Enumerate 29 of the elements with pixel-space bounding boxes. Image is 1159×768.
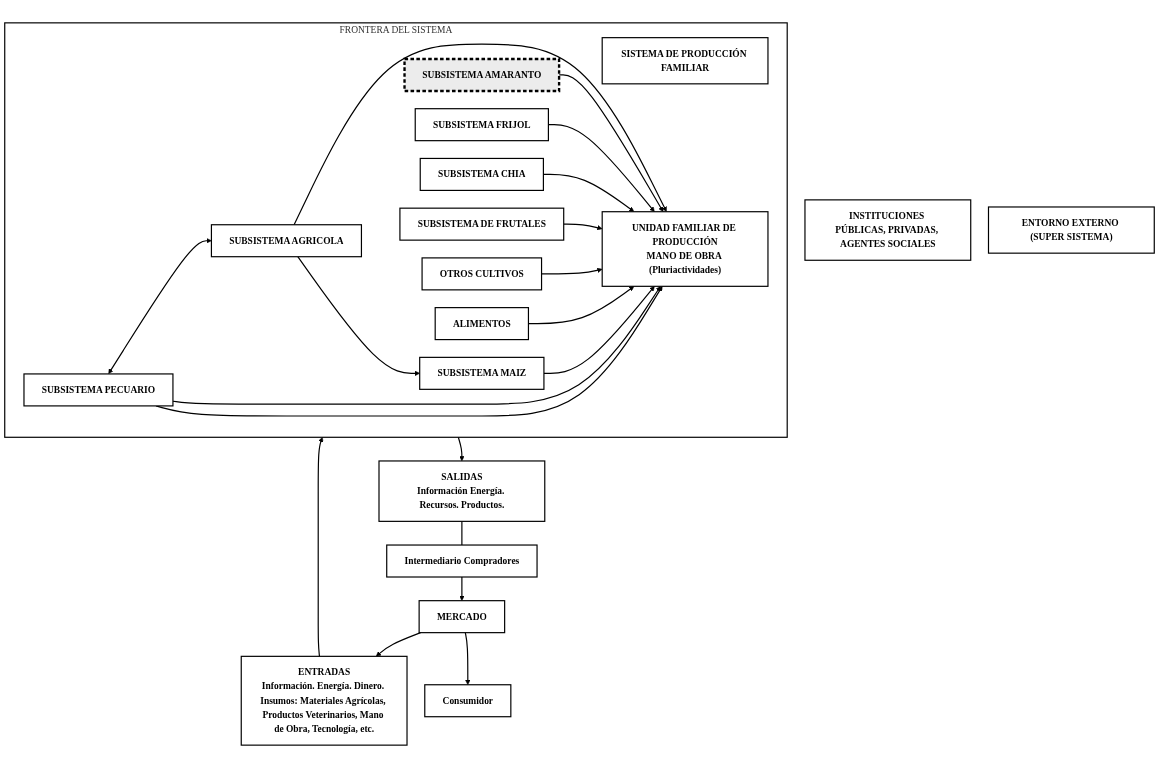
arrow [543, 286, 655, 374]
arrow [297, 256, 420, 376]
node-box: SUBSISTEMA DE FRUTALES [399, 207, 565, 241]
node-box: Intermediario Compradores [386, 544, 538, 578]
arrow [464, 632, 471, 685]
node-box: SALIDAS Información Energía. Recursos. Productos. [378, 460, 546, 522]
node-box: Consumidor [424, 684, 512, 718]
node-box: SUBSISTEMA CHIA [419, 157, 544, 191]
arrow [293, 43, 667, 226]
node-box: ENTRADAS Información. Energía. Dinero. Insumos: Materiales Agrícolas, Productos Veterinarios, Mano de Obra, Tecnología, etc. [240, 655, 408, 746]
arrow [108, 238, 212, 374]
node-box: MERCADO [418, 600, 506, 634]
node-box: ENTORNO EXTERNO (SUPER SISTEMA) [987, 206, 1155, 254]
node-box: SUBSISTEMA AGRICOLA [210, 224, 363, 258]
node-box: UNIDAD FAMILIAR DE PRODUCCIÓN MANO DE OBRA (Pluriactividades) [601, 211, 769, 287]
node-box: SUBSISTEMA PECUARIO [23, 373, 174, 407]
connector [461, 520, 463, 546]
node-box: INSTITUCIONES PÚBLICAS, PRIVADAS, AGENTES SOCIALES [804, 199, 972, 261]
node-box: SUBSISTEMA MAIZ [419, 356, 545, 390]
arrow [317, 437, 324, 657]
node-box: SUBSISTEMA AMARANTO [403, 57, 561, 93]
node-box: OTROS CULTIVOS [421, 257, 543, 291]
arrow [563, 223, 603, 231]
node-box: ALIMENTOS [434, 307, 530, 341]
arrow [457, 436, 465, 462]
arrow [459, 576, 465, 601]
node-box: SISTEMA DE PRODUCCIÓN FAMILIAR [601, 37, 769, 85]
node-box: SUBSISTEMA FRIJOL [414, 108, 549, 142]
arrow [375, 632, 422, 657]
